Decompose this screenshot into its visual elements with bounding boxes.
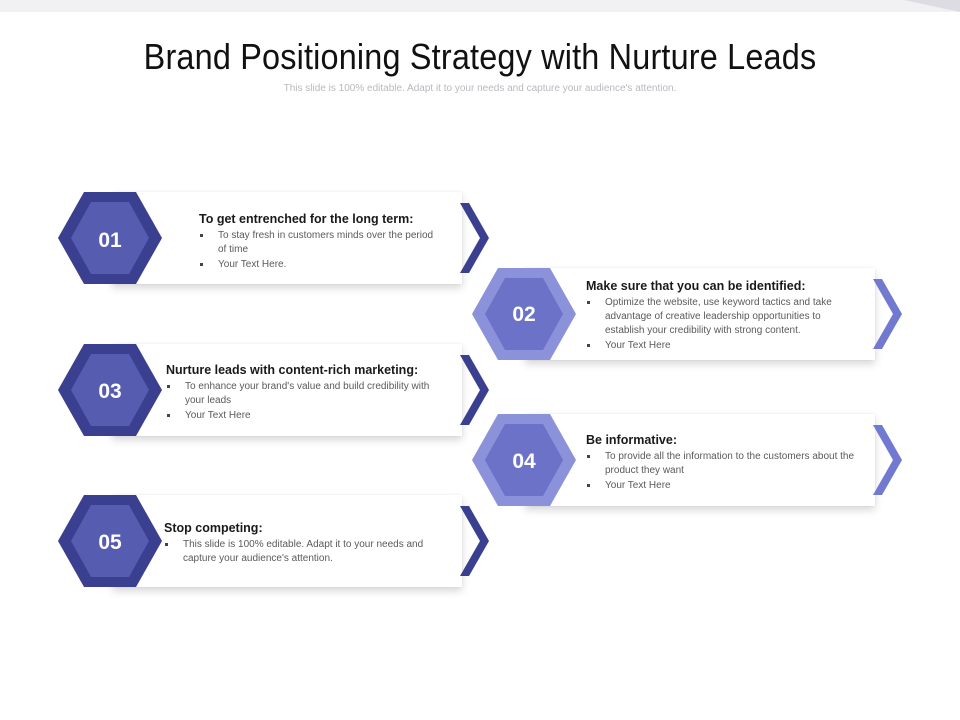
top-bar [0, 0, 960, 12]
step-card [112, 192, 462, 284]
chevron-right-icon [873, 425, 902, 495]
hexagon-icon [472, 268, 576, 360]
chevron-right-icon [460, 203, 489, 273]
step-heading: Be informative: [586, 433, 677, 447]
bullet-item: To provide all the information to the cu… [586, 450, 862, 478]
step-text: Nurture leads with content-rich marketin… [166, 363, 446, 424]
step-card [525, 268, 875, 360]
step-heading: Make sure that you can be identified: [586, 279, 806, 293]
bullet-list: Optimize the website, use keyword tactic… [586, 296, 862, 353]
bullet-item: Optimize the website, use keyword tactic… [586, 296, 862, 338]
step-card [112, 495, 462, 587]
step-number: 01 [98, 229, 122, 252]
bullet-item: This slide is 100% editable. Adapt it to… [164, 538, 446, 566]
step-heading: To get entrenched for the long term: [199, 212, 414, 226]
bullet-item: Your Text Here. [199, 258, 439, 272]
top-bar-corner [904, 0, 960, 12]
bullet-item: Your Text Here [586, 479, 862, 493]
bullet-item: Your Text Here [586, 339, 862, 353]
bullet-list: To provide all the information to the cu… [586, 450, 862, 493]
step-heading: Nurture leads with content-rich marketin… [166, 363, 419, 377]
bullet-list: This slide is 100% editable. Adapt it to… [164, 538, 446, 566]
slide-title: Brand Positioning Strategy with Nurture … [143, 36, 817, 77]
bullet-item: Your Text Here [166, 409, 446, 423]
step-card [112, 344, 462, 436]
hexagon-icon [58, 192, 162, 284]
hexagon-icon [472, 414, 576, 506]
bullet-item: To enhance your brand's value and build … [166, 380, 446, 408]
step-number: 02 [512, 303, 536, 326]
step-text: Be informative: To provide all the infor… [586, 433, 862, 494]
slide-subtitle: This slide is 100% editable. Adapt it to… [283, 83, 677, 94]
bullet-list: To enhance your brand's value and build … [166, 380, 446, 423]
bullet-list: To stay fresh in customers minds over th… [199, 229, 439, 272]
chevron-right-icon [873, 279, 902, 349]
step-number: 04 [512, 450, 536, 473]
step-text: Make sure that you can be identified: Op… [586, 279, 862, 354]
hexagon-icon [58, 495, 162, 587]
step-heading: Stop competing: [164, 521, 263, 535]
bullet-item: To stay fresh in customers minds over th… [199, 229, 439, 257]
chevron-right-icon [460, 355, 489, 425]
step-number: 03 [98, 380, 122, 403]
hexagon-icon [58, 344, 162, 436]
step-card [525, 414, 875, 506]
step-text: To get entrenched for the long term: To … [199, 212, 439, 273]
chevron-right-icon [460, 506, 489, 576]
step-number: 05 [98, 531, 122, 554]
step-text: Stop competing: This slide is 100% edita… [164, 521, 446, 567]
